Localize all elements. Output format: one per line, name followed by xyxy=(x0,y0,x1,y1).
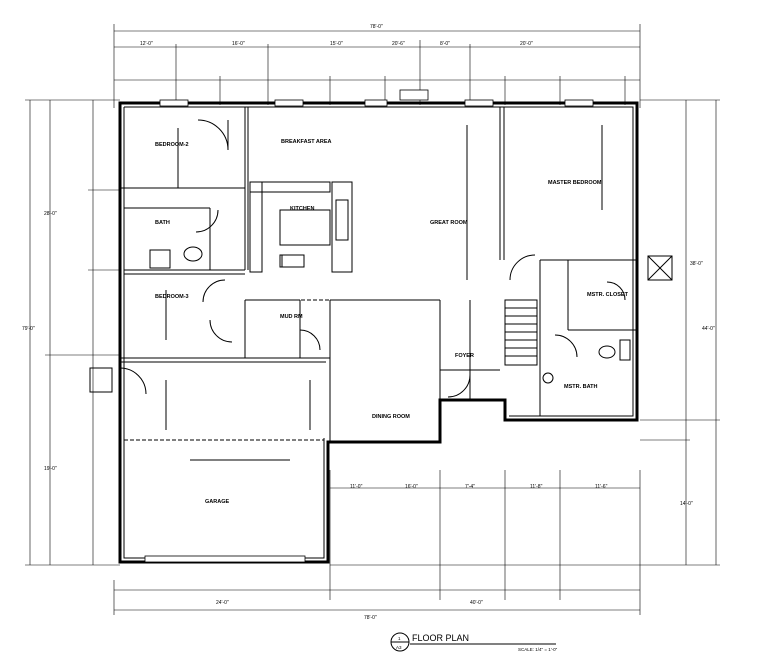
room-label-bedroom2: BEDROOM-2 xyxy=(155,142,189,148)
room-label-bedroom3: BEDROOM-3 xyxy=(155,294,189,300)
svg-text:11'-6": 11'-6" xyxy=(595,484,608,490)
exterior-walls xyxy=(118,101,639,564)
room-label-bath: BATH xyxy=(155,220,170,226)
svg-text:19'-0": 19'-0" xyxy=(44,466,57,472)
reference-symbol xyxy=(647,255,673,281)
room-label-foyer: FOYER xyxy=(455,353,474,359)
svg-text:15'-0": 15'-0" xyxy=(330,41,343,47)
svg-text:12'-0": 12'-0" xyxy=(140,41,153,47)
svg-text:79'-0": 79'-0" xyxy=(22,326,35,332)
room-label-master-closet: MSTR. CLOSET xyxy=(587,292,629,298)
sheet-ref-bottom: A3 xyxy=(396,645,402,650)
svg-text:40'-0": 40'-0" xyxy=(470,600,483,606)
svg-text:20'-6": 20'-6" xyxy=(392,41,405,47)
top-dimension-lines: 78'-0" 12'-0" 16'-0" 15'-0" 20'-6" 8'-0"… xyxy=(113,24,641,108)
svg-text:16'-0": 16'-0" xyxy=(405,484,418,490)
beam-lines xyxy=(165,125,603,461)
svg-text:44'-0": 44'-0" xyxy=(702,326,715,332)
svg-text:24'-0": 24'-0" xyxy=(216,600,229,606)
svg-text:8'-0": 8'-0" xyxy=(440,41,450,47)
room-label-mud: MUD RM xyxy=(280,314,303,320)
svg-text:38'-0": 38'-0" xyxy=(690,261,703,267)
bottom-dimension-lines: 24'-0" 40'-0" 11'-0" 16'-0" 7'-4" 11'-8"… xyxy=(113,470,641,621)
sheet-ref-top: 1 xyxy=(398,636,401,641)
room-label-dining: DINING ROOM xyxy=(372,414,410,420)
kitchen-counters xyxy=(249,181,353,273)
room-label-master-bedroom: MASTER BEDROOM xyxy=(548,180,602,186)
svg-text:11'-8": 11'-8" xyxy=(530,484,543,490)
room-label-kitchen: KITCHEN xyxy=(290,206,314,212)
room-label-master-bath: MSTR. BATH xyxy=(564,384,598,390)
left-dimension-lines: 79'-0" 28'-0" 19'-0" xyxy=(22,99,120,566)
top-windows xyxy=(159,89,594,107)
room-label-garage: GARAGE xyxy=(205,499,229,505)
room-labels: BEDROOM-2 BREAKFAST AREA KITCHEN BATH BE… xyxy=(155,139,629,505)
svg-text:14'-0": 14'-0" xyxy=(680,501,693,507)
svg-text:20'-0": 20'-0" xyxy=(520,41,533,47)
room-label-great-room: GREAT ROOM xyxy=(430,220,468,226)
svg-text:78'-0": 78'-0" xyxy=(370,24,383,30)
room-label-breakfast: BREAKFAST AREA xyxy=(281,139,332,145)
right-dimension-lines: 38'-0" 44'-0" 14'-0" xyxy=(330,99,720,566)
svg-text:28'-0": 28'-0" xyxy=(44,211,57,217)
svg-text:16'-0": 16'-0" xyxy=(232,41,245,47)
svg-text:11'-0": 11'-0" xyxy=(350,484,363,490)
drawing-title: FLOOR PLAN xyxy=(412,633,469,643)
door-swings xyxy=(119,119,626,398)
svg-text:78'-0": 78'-0" xyxy=(364,615,377,621)
interior-walls xyxy=(120,107,637,442)
drawing-scale: SCALE: 1/4" = 1'-0" xyxy=(518,647,558,652)
title-block: 1 A3 FLOOR PLAN SCALE: 1/4" = 1'-0" xyxy=(390,632,558,652)
fixtures xyxy=(89,246,631,563)
svg-text:7'-4": 7'-4" xyxy=(465,484,475,490)
